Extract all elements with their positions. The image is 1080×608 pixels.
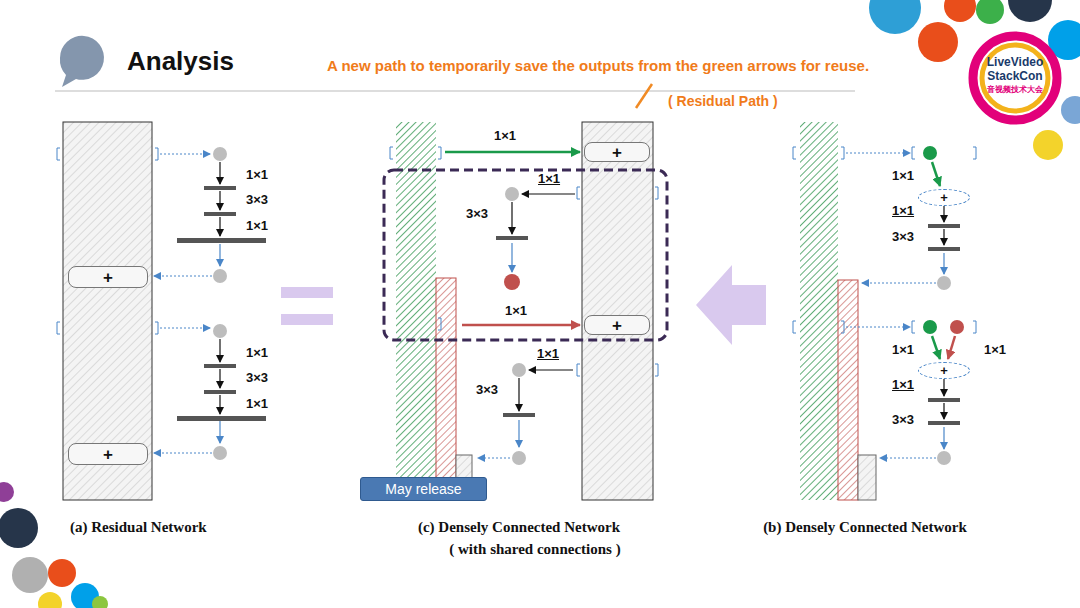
logo-text: 音视频技术大会 (987, 85, 1043, 94)
note-text: A new path to temporarily save the outpu… (327, 57, 869, 74)
sum-symbol: + (940, 364, 948, 377)
panel-caption: ( with shared connections ) (449, 541, 620, 558)
sum-symbol: + (612, 144, 622, 161)
sum-symbol: + (612, 317, 622, 334)
tag-text: May release (385, 481, 461, 497)
sum-ellipse: + (918, 362, 970, 379)
layer-label: 1×1 (494, 129, 516, 144)
layer-label: 1×1 (246, 168, 268, 183)
sum-box: + (68, 443, 148, 465)
layer-label: 1×1 (538, 172, 560, 187)
layer-label: 1×1 (246, 397, 268, 412)
layer-label: 1×1 (892, 204, 914, 219)
layer-label: 3×3 (892, 230, 914, 245)
layer-label: 3×3 (466, 207, 488, 222)
layer-label: 3×3 (476, 383, 498, 398)
layer-label: 1×1 (892, 169, 914, 184)
layer-label: 1×1 (892, 378, 914, 393)
layer-label: 3×3 (246, 193, 268, 208)
sum-symbol: + (103, 269, 113, 286)
release-tag: May release (360, 477, 487, 501)
sum-box: + (584, 142, 650, 162)
layer-label: 1×1 (984, 343, 1006, 358)
logo-text: LiveVideo (987, 56, 1043, 70)
panel-caption: (c) Densely Connected Network (418, 519, 620, 536)
layer-label: 1×1 (537, 347, 559, 362)
slide-title: Analysis (127, 46, 234, 77)
layer-label: 3×3 (892, 413, 914, 428)
layer-label: 1×1 (505, 304, 527, 319)
panel-caption: (b) Densely Connected Network (763, 519, 967, 536)
callout-text: ( Residual Path ) (668, 93, 778, 109)
layer-label: 1×1 (246, 219, 268, 234)
panel-caption: (a) Residual Network (70, 519, 207, 536)
sum-box: + (68, 266, 148, 288)
layer-label: 3×3 (246, 371, 268, 386)
sum-symbol: + (940, 191, 948, 204)
sum-symbol: + (103, 446, 113, 463)
sum-ellipse: + (918, 189, 970, 206)
layer-label: 1×1 (246, 346, 268, 361)
logo-text: StackCon (987, 70, 1042, 84)
layer-label: 1×1 (892, 343, 914, 358)
sum-box: + (584, 315, 650, 335)
